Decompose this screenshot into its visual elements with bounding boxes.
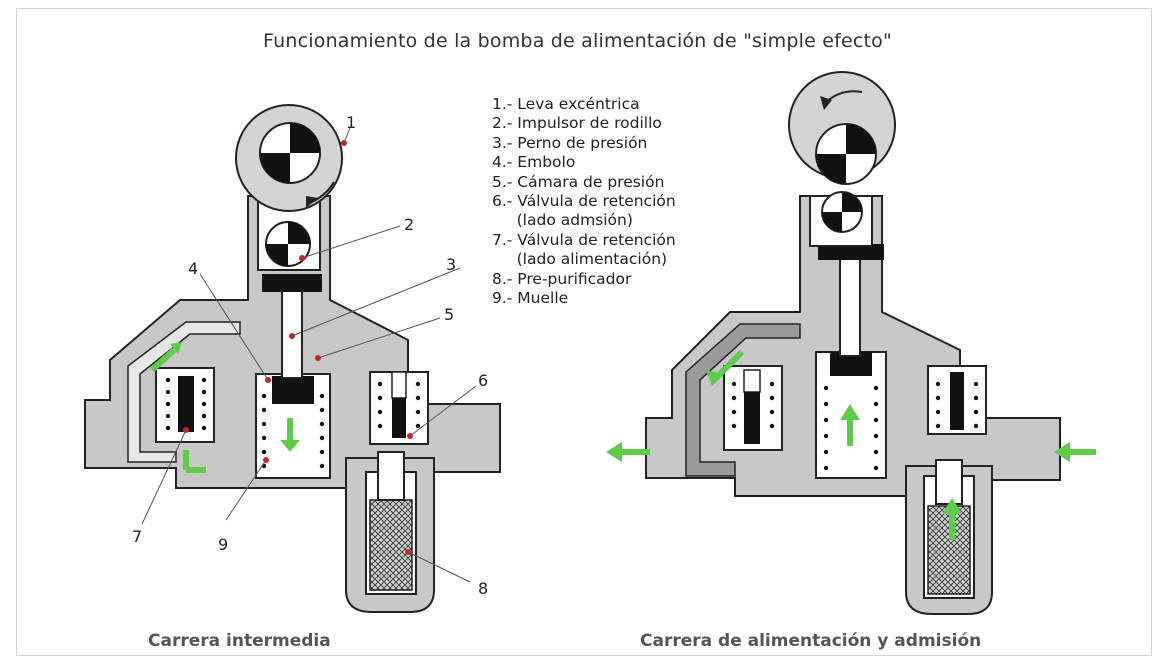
callout-8: 8 <box>478 579 488 598</box>
caption-intermediate-stroke: Carrera intermedia <box>148 631 331 651</box>
callout-4: 4 <box>188 259 198 278</box>
pump-intermediate-stroke <box>84 104 501 613</box>
legend-item: 3.- Perno de presión <box>492 133 648 152</box>
legend-item: (lado alimentación) <box>492 250 668 269</box>
legend-item: 2.- Impulsor de rodillo <box>492 114 662 133</box>
callout-1: 1 <box>346 113 356 132</box>
diagram-title: Funcionamiento de la bomba de alimentaci… <box>263 30 892 52</box>
callout-9: 9 <box>218 535 228 554</box>
pump-feed-intake-stroke <box>606 71 1096 615</box>
caption-feed-intake-stroke: Carrera de alimentación y admisión <box>640 631 982 651</box>
legend-item: 4.- Embolo <box>492 153 576 172</box>
callout-3: 3 <box>446 255 456 274</box>
callout-2: 2 <box>404 215 414 234</box>
callout-6: 6 <box>478 371 488 390</box>
legend-item: (lado admsión) <box>492 211 633 230</box>
legend-item: 5.- Cámara de presión <box>492 172 665 191</box>
callout-5: 5 <box>444 305 454 324</box>
legend-item: 8.- Pre-purificador <box>492 269 632 288</box>
legend-item: 1.- Leva excéntrica <box>492 95 640 113</box>
parts-legend: 1.- Leva excéntrica 2.- Impulsor de rodi… <box>492 95 676 308</box>
legend-item: 7.- Válvula de retención <box>492 230 676 249</box>
legend-item: 9.- Muelle <box>492 289 569 308</box>
legend-item: 6.- Válvula de retención <box>492 192 676 211</box>
callout-7: 7 <box>132 527 142 546</box>
